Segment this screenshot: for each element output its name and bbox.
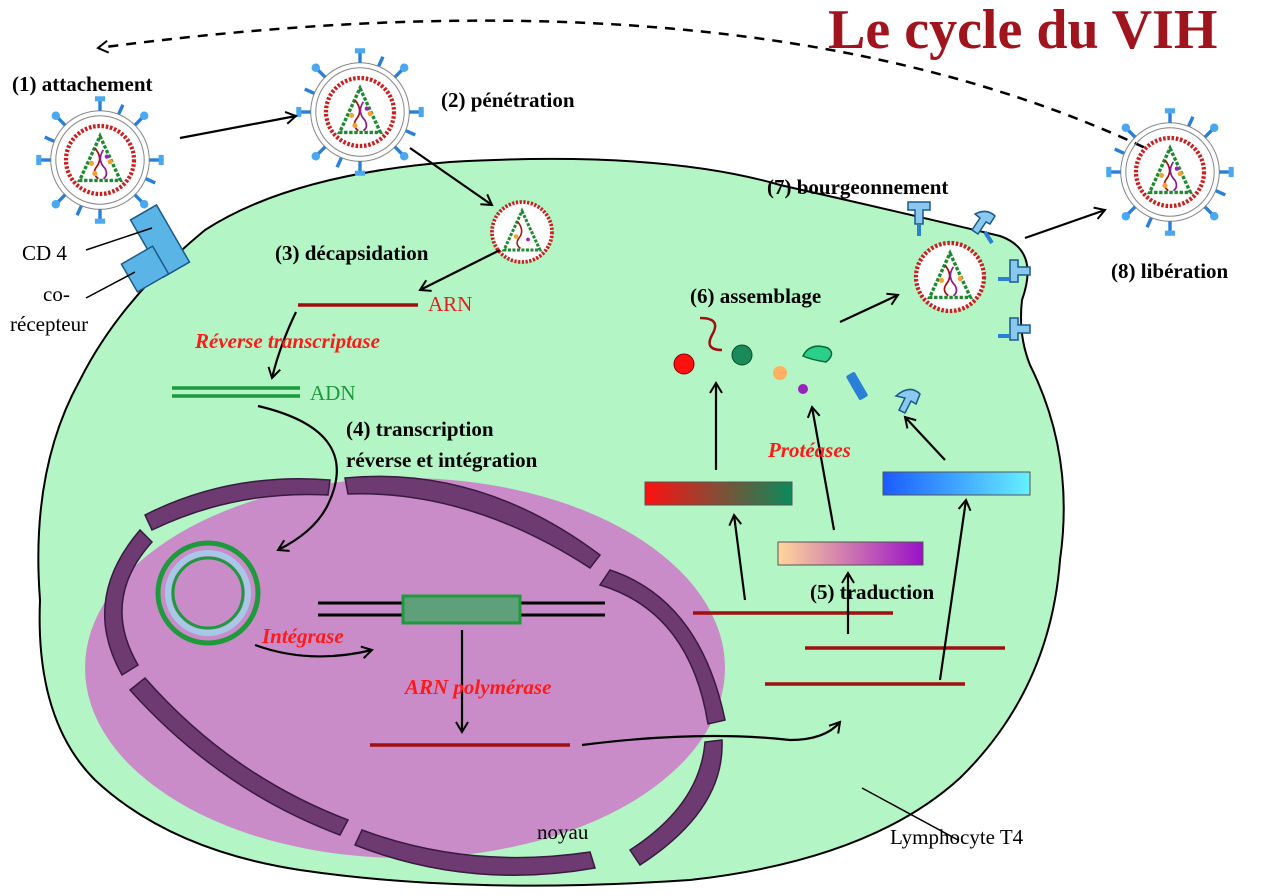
- arrow-purple-proteases: [806, 405, 836, 531]
- virus-liberation: [1106, 108, 1234, 236]
- arn-label: ARN: [428, 292, 473, 316]
- coreceptor-label: co-: [43, 282, 70, 306]
- component-red: [673, 353, 695, 375]
- arrow-integrase: [254, 643, 374, 659]
- adn-label: ADN: [310, 381, 356, 405]
- arrow-adn-nucleus: [257, 404, 338, 552]
- nucleus-label: noyau: [537, 820, 589, 844]
- arrow-2-3: [409, 147, 494, 207]
- arrow-core-arn: [418, 249, 501, 292]
- arrow-assembly-bud: [839, 292, 900, 323]
- arrow-blue-glyco: [903, 415, 946, 461]
- nucleus: [85, 478, 725, 858]
- step-5-label: (5) traduction: [810, 580, 935, 604]
- enzyme-reverse-transcriptase: Réverse transcriptase: [195, 329, 380, 353]
- cell-label-leader: [861, 787, 959, 841]
- arrow-arn-adn: [267, 311, 297, 380]
- cell-label: Lymphocyte T4: [890, 825, 1024, 849]
- virus-penetration: [296, 48, 424, 176]
- component-glycoprotein: [894, 388, 921, 415]
- protein-bar-purple: [777, 541, 924, 566]
- arrow-t3: [938, 498, 972, 681]
- protein-bar-blue: [882, 471, 1031, 496]
- enzyme-arn-polymerase: ARN polymérase: [405, 675, 552, 699]
- component-peach: [773, 366, 787, 380]
- component-purple: [798, 384, 808, 394]
- arrow-export: [581, 720, 842, 747]
- nuclear-envelope: [104, 475, 726, 876]
- enzyme-integrase: Intégrase: [262, 624, 344, 648]
- component-blue-rod: [846, 372, 868, 400]
- arrow-7-8: [1024, 206, 1107, 240]
- step-6-label: (6) assemblage: [690, 284, 822, 308]
- diagram-title: Le cycle du VIH: [828, 0, 1218, 61]
- step-4-label-cont: réverse et intégration: [346, 448, 538, 472]
- co-receptor: [120, 245, 170, 293]
- budding-virion: [913, 240, 987, 314]
- decapsidated-core: [490, 200, 554, 264]
- return-dashed-arrow: [96, 19, 1161, 157]
- virus-attachement: [36, 96, 164, 224]
- integrated-dna: [318, 594, 605, 625]
- step-8-label: (8) libération: [1111, 259, 1229, 283]
- step-3-label: (3) décapsidation: [275, 241, 429, 265]
- assembly-rna: [699, 316, 723, 352]
- enzyme-proteases: Protéases: [768, 438, 851, 462]
- component-teal-shape: [801, 345, 833, 363]
- coreceptor-label-cont: récepteur: [10, 312, 89, 336]
- circular-dna: [155, 540, 261, 646]
- step-1-label: (1) attachement: [12, 72, 153, 96]
- arrow-1-2: [179, 111, 298, 140]
- protein-bar-red-green: [644, 481, 793, 506]
- step-2-label: (2) pénétration: [441, 88, 575, 112]
- cd4-label: CD 4: [22, 241, 67, 265]
- component-green: [731, 344, 753, 366]
- arrow-t1: [728, 513, 747, 601]
- step-7-label: (7) bourgeonnement: [767, 175, 949, 199]
- step-4-label: (4) transcription: [346, 417, 494, 441]
- membrane-glycoproteins: [907, 201, 1031, 341]
